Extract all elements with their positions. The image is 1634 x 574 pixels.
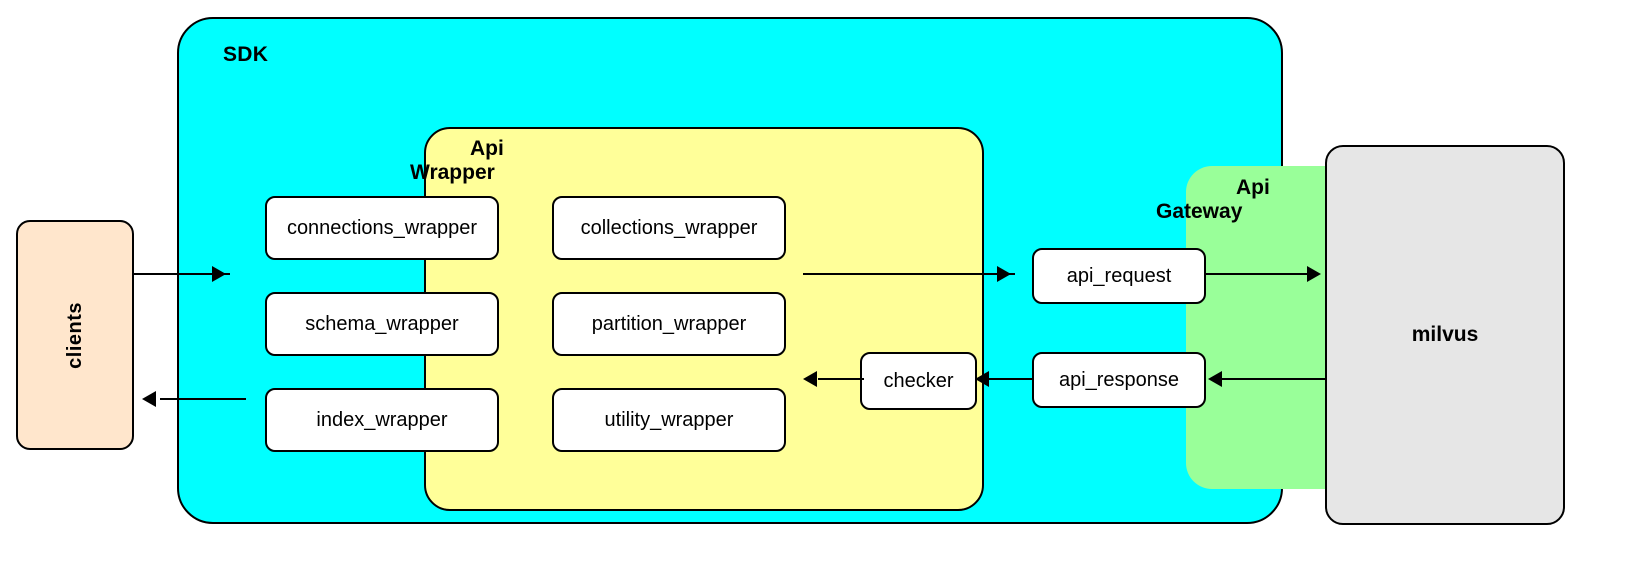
arrowhead-clients-to-sdk — [212, 266, 226, 282]
api-response-node[interactable]: api_response — [1032, 352, 1206, 408]
api-request-node[interactable]: api_request — [1032, 248, 1206, 304]
connector-api-request-to-milvus — [1206, 273, 1318, 275]
clients-label: clients — [63, 301, 86, 369]
module-utility-wrapper[interactable]: utility_wrapper — [552, 388, 786, 452]
sdk-label: SDK — [223, 43, 269, 66]
clients-node[interactable]: clients — [16, 220, 134, 450]
checker-node[interactable]: checker — [860, 352, 977, 410]
module-partition-wrapper[interactable]: partition_wrapper — [552, 292, 786, 356]
module-schema-wrapper[interactable]: schema_wrapper — [265, 292, 499, 356]
connector-sdk-to-clients — [160, 398, 246, 400]
module-index-wrapper[interactable]: index_wrapper — [265, 388, 499, 452]
api-gateway-label-line2: Gateway — [1156, 200, 1243, 224]
arrowhead-api-request-to-milvus — [1307, 266, 1321, 282]
module-connections-wrapper[interactable]: connections_wrapper — [265, 196, 499, 260]
arrowhead-sdk-to-clients — [142, 391, 156, 407]
module-collections-wrapper[interactable]: collections_wrapper — [552, 196, 786, 260]
api-gateway-label-line1: Api — [1236, 176, 1270, 199]
connector-clients-to-sdk — [134, 273, 230, 275]
connector-api-wrapper-to-api-gateway — [803, 273, 1015, 275]
connector-api-response-to-checker — [983, 378, 1033, 380]
api-wrapper-label-line2: Wrapper — [410, 161, 495, 185]
milvus-node[interactable]: milvus — [1325, 145, 1565, 525]
arrowhead-milvus-to-api-response — [1208, 371, 1222, 387]
arrowhead-api-wrapper-to-api-gateway — [997, 266, 1011, 282]
arrowhead-api-response-to-checker — [975, 371, 989, 387]
arrowhead-checker-to-api-wrapper — [803, 371, 817, 387]
api-wrapper-label-line1: Api — [470, 137, 504, 160]
connector-milvus-to-api-response — [1216, 378, 1326, 380]
connector-checker-to-api-wrapper — [818, 378, 864, 380]
